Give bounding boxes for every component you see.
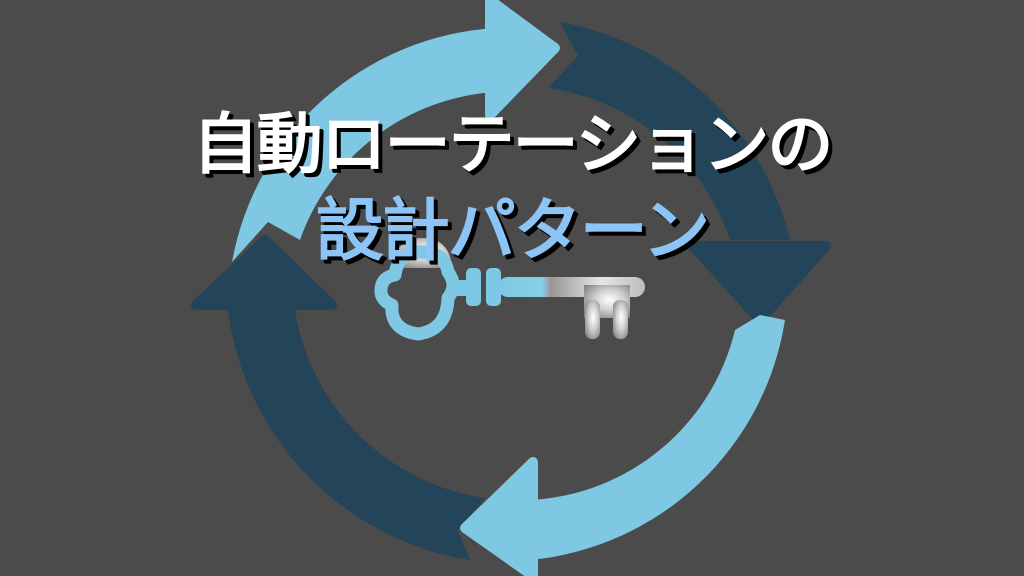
cycle-arrow-bottom-light [460,315,785,576]
title-line-2: 設計パターン [315,192,711,271]
cycle-arrow-right-dark [548,22,831,325]
cycle-arrow-left-dark [191,235,485,560]
key-icon [374,238,645,341]
title-line-1: 自動ローテーションの [192,106,834,183]
cycle-arrow-top-light [232,0,560,262]
